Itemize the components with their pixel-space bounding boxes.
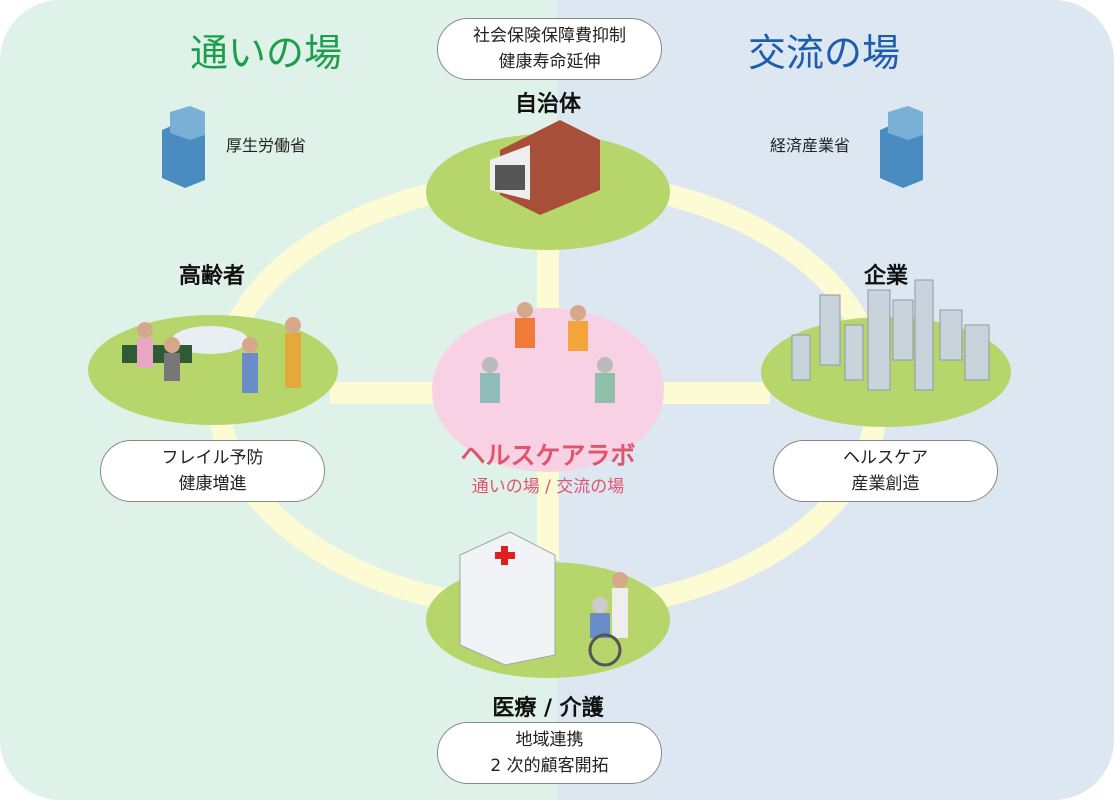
city-hall-illustration <box>490 120 600 215</box>
ministry-health-label: 厚生労働省 <box>226 136 307 155</box>
city-buildings-illustration <box>791 279 990 391</box>
top-pill-line: 社会保険保障費抑制 <box>473 26 626 46</box>
ministry-building-icon-right <box>880 106 923 188</box>
municipality-heading: 自治体 <box>514 92 581 117</box>
medical-heading: 医療 / 介護 <box>492 696 604 721</box>
ministry-building-icon-left <box>162 106 205 188</box>
ministry-economy-label: 経済産業省 <box>770 136 851 155</box>
exercising-people-illustration <box>480 302 615 403</box>
bottom-pill-line: 2 次的顧客開拓 <box>490 756 609 776</box>
bottom-pill: 地域連携 2 次的顧客開拓 <box>437 722 662 784</box>
right-pill: ヘルスケア 産業創造 <box>773 440 998 502</box>
elderly-people-illustration <box>122 317 301 393</box>
left-pill-line: フレイル予防 <box>161 448 264 468</box>
hub-title: ヘルスケアラボ <box>460 441 636 470</box>
hospital-illustration <box>459 531 628 667</box>
left-zone-title: 通いの場 <box>190 31 343 75</box>
elderly-heading: 高齢者 <box>178 264 245 289</box>
top-pill-line: 健康寿命延伸 <box>498 52 601 72</box>
right-zone-title: 交流の場 <box>748 31 901 75</box>
right-pill-line: ヘルスケア <box>843 448 928 468</box>
healthcare-lab-hub <box>432 308 664 472</box>
top-pill: 社会保険保障費抑制 健康寿命延伸 <box>437 18 662 80</box>
right-pill-line: 産業創造 <box>851 474 920 494</box>
left-pill-line: 健康増進 <box>178 474 247 494</box>
bottom-pill-line: 地域連携 <box>515 730 584 750</box>
hub-subtitle: 通いの場 / 交流の場 <box>471 477 625 497</box>
company-heading: 企業 <box>863 264 908 289</box>
left-pill: フレイル予防 健康増進 <box>100 440 325 502</box>
